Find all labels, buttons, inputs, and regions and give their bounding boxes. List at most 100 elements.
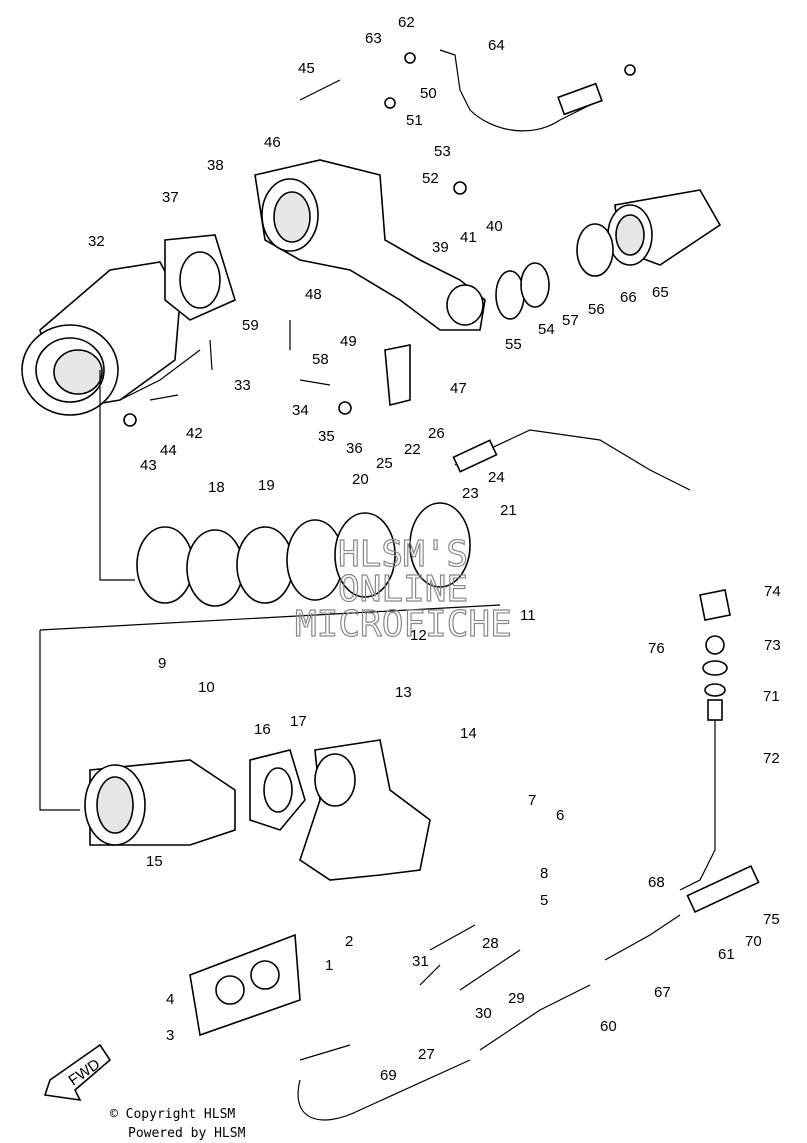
callout-46: 46	[264, 134, 281, 151]
callout-15: 15	[146, 853, 163, 870]
callout-65: 65	[652, 284, 669, 301]
callout-16: 16	[254, 721, 271, 738]
callout-31: 31	[412, 953, 429, 970]
callout-28: 28	[482, 935, 499, 952]
callout-24: 24	[488, 469, 505, 486]
callout-66: 66	[620, 289, 637, 306]
callout-27: 27	[418, 1046, 435, 1063]
clamps-row	[136, 502, 471, 607]
bracket-47	[384, 344, 411, 407]
callout-74: 74	[764, 583, 781, 600]
gasket-3	[189, 933, 301, 1037]
hose-64	[439, 49, 603, 132]
powered-by-text: Powered by HLSM	[128, 1126, 246, 1141]
callout-35: 35	[318, 428, 335, 445]
callout-62: 62	[398, 14, 415, 31]
callout-72: 72	[763, 750, 780, 767]
callout-41: 41	[460, 229, 477, 246]
callout-54: 54	[538, 321, 555, 338]
callout-13: 13	[395, 684, 412, 701]
water-line-72	[604, 699, 723, 961]
callout-42: 42	[186, 425, 203, 442]
callout-7: 7	[528, 792, 536, 809]
callout-6: 6	[556, 807, 564, 824]
callout-53: 53	[434, 143, 451, 160]
callout-36: 36	[346, 440, 363, 457]
callout-23: 23	[462, 485, 479, 502]
hardware-top	[123, 52, 636, 427]
callout-44: 44	[160, 442, 177, 459]
fwd-arrow-icon: FWD	[43, 1043, 112, 1102]
hose-70	[686, 864, 760, 914]
callout-9: 9	[158, 655, 166, 672]
clamp-66	[576, 223, 614, 277]
callout-38: 38	[207, 157, 224, 174]
callout-20: 20	[352, 471, 369, 488]
exhaust-pipe-9	[84, 759, 236, 846]
gasket-17	[249, 749, 306, 831]
fitting-74	[699, 589, 731, 697]
callout-48: 48	[305, 286, 322, 303]
frame-line	[39, 604, 501, 811]
callout-5: 5	[540, 892, 548, 909]
callout-63: 63	[365, 30, 382, 47]
callout-70: 70	[745, 933, 762, 950]
callout-50: 50	[420, 85, 437, 102]
callout-40: 40	[486, 218, 503, 235]
callout-76: 76	[648, 640, 665, 657]
callout-47: 47	[450, 380, 467, 397]
callout-57: 57	[562, 312, 579, 329]
exhaust-chamber-32	[21, 261, 201, 581]
gasket-37	[164, 234, 236, 321]
callout-8: 8	[540, 865, 548, 882]
copyright-text: © Copyright HLSM	[110, 1107, 235, 1122]
callout-73: 73	[764, 637, 781, 654]
callout-45: 45	[298, 60, 315, 77]
callout-19: 19	[258, 477, 275, 494]
watermark-line-3: MICROFICHE	[295, 604, 512, 645]
callout-32: 32	[88, 233, 105, 250]
callout-60: 60	[600, 1018, 617, 1035]
callout-75: 75	[763, 911, 780, 928]
callout-30: 30	[475, 1005, 492, 1022]
callout-58: 58	[312, 351, 329, 368]
callout-51: 51	[406, 112, 423, 129]
watermark-line-2: ONLINE	[338, 569, 468, 610]
callout-26: 26	[428, 425, 445, 442]
callout-37: 37	[162, 189, 179, 206]
callout-10: 10	[198, 679, 215, 696]
watermark-line-1: HLSM'S	[338, 534, 468, 575]
callout-22: 22	[404, 441, 421, 458]
callout-1: 1	[325, 957, 333, 974]
water-hoses-lower	[297, 924, 591, 1121]
callout-43: 43	[140, 457, 157, 474]
callout-11: 11	[520, 607, 536, 624]
exhaust-manifold-1	[299, 739, 431, 881]
callout-52: 52	[422, 170, 439, 187]
callout-49: 49	[340, 333, 357, 350]
callout-21: 21	[500, 502, 517, 519]
callout-67: 67	[654, 984, 671, 1001]
callout-33: 33	[234, 377, 251, 394]
callout-17: 17	[290, 713, 307, 730]
callout-12: 12	[410, 627, 427, 644]
callout-71: 71	[763, 688, 780, 705]
callout-3: 3	[166, 1027, 174, 1044]
callout-2: 2	[345, 933, 353, 950]
callout-64: 64	[488, 37, 505, 54]
callout-14: 14	[460, 725, 477, 742]
callout-29: 29	[508, 990, 525, 1007]
callout-4: 4	[166, 991, 174, 1008]
callout-18: 18	[208, 479, 225, 496]
cooling-hose-24	[452, 429, 691, 491]
callout-59: 59	[242, 317, 259, 334]
callout-68: 68	[648, 874, 665, 891]
callout-61: 61	[718, 946, 735, 963]
rubber-joint-65	[607, 189, 722, 266]
callout-69: 69	[380, 1067, 397, 1084]
callout-39: 39	[432, 239, 449, 256]
callout-25: 25	[376, 455, 393, 472]
callout-55: 55	[505, 336, 522, 353]
